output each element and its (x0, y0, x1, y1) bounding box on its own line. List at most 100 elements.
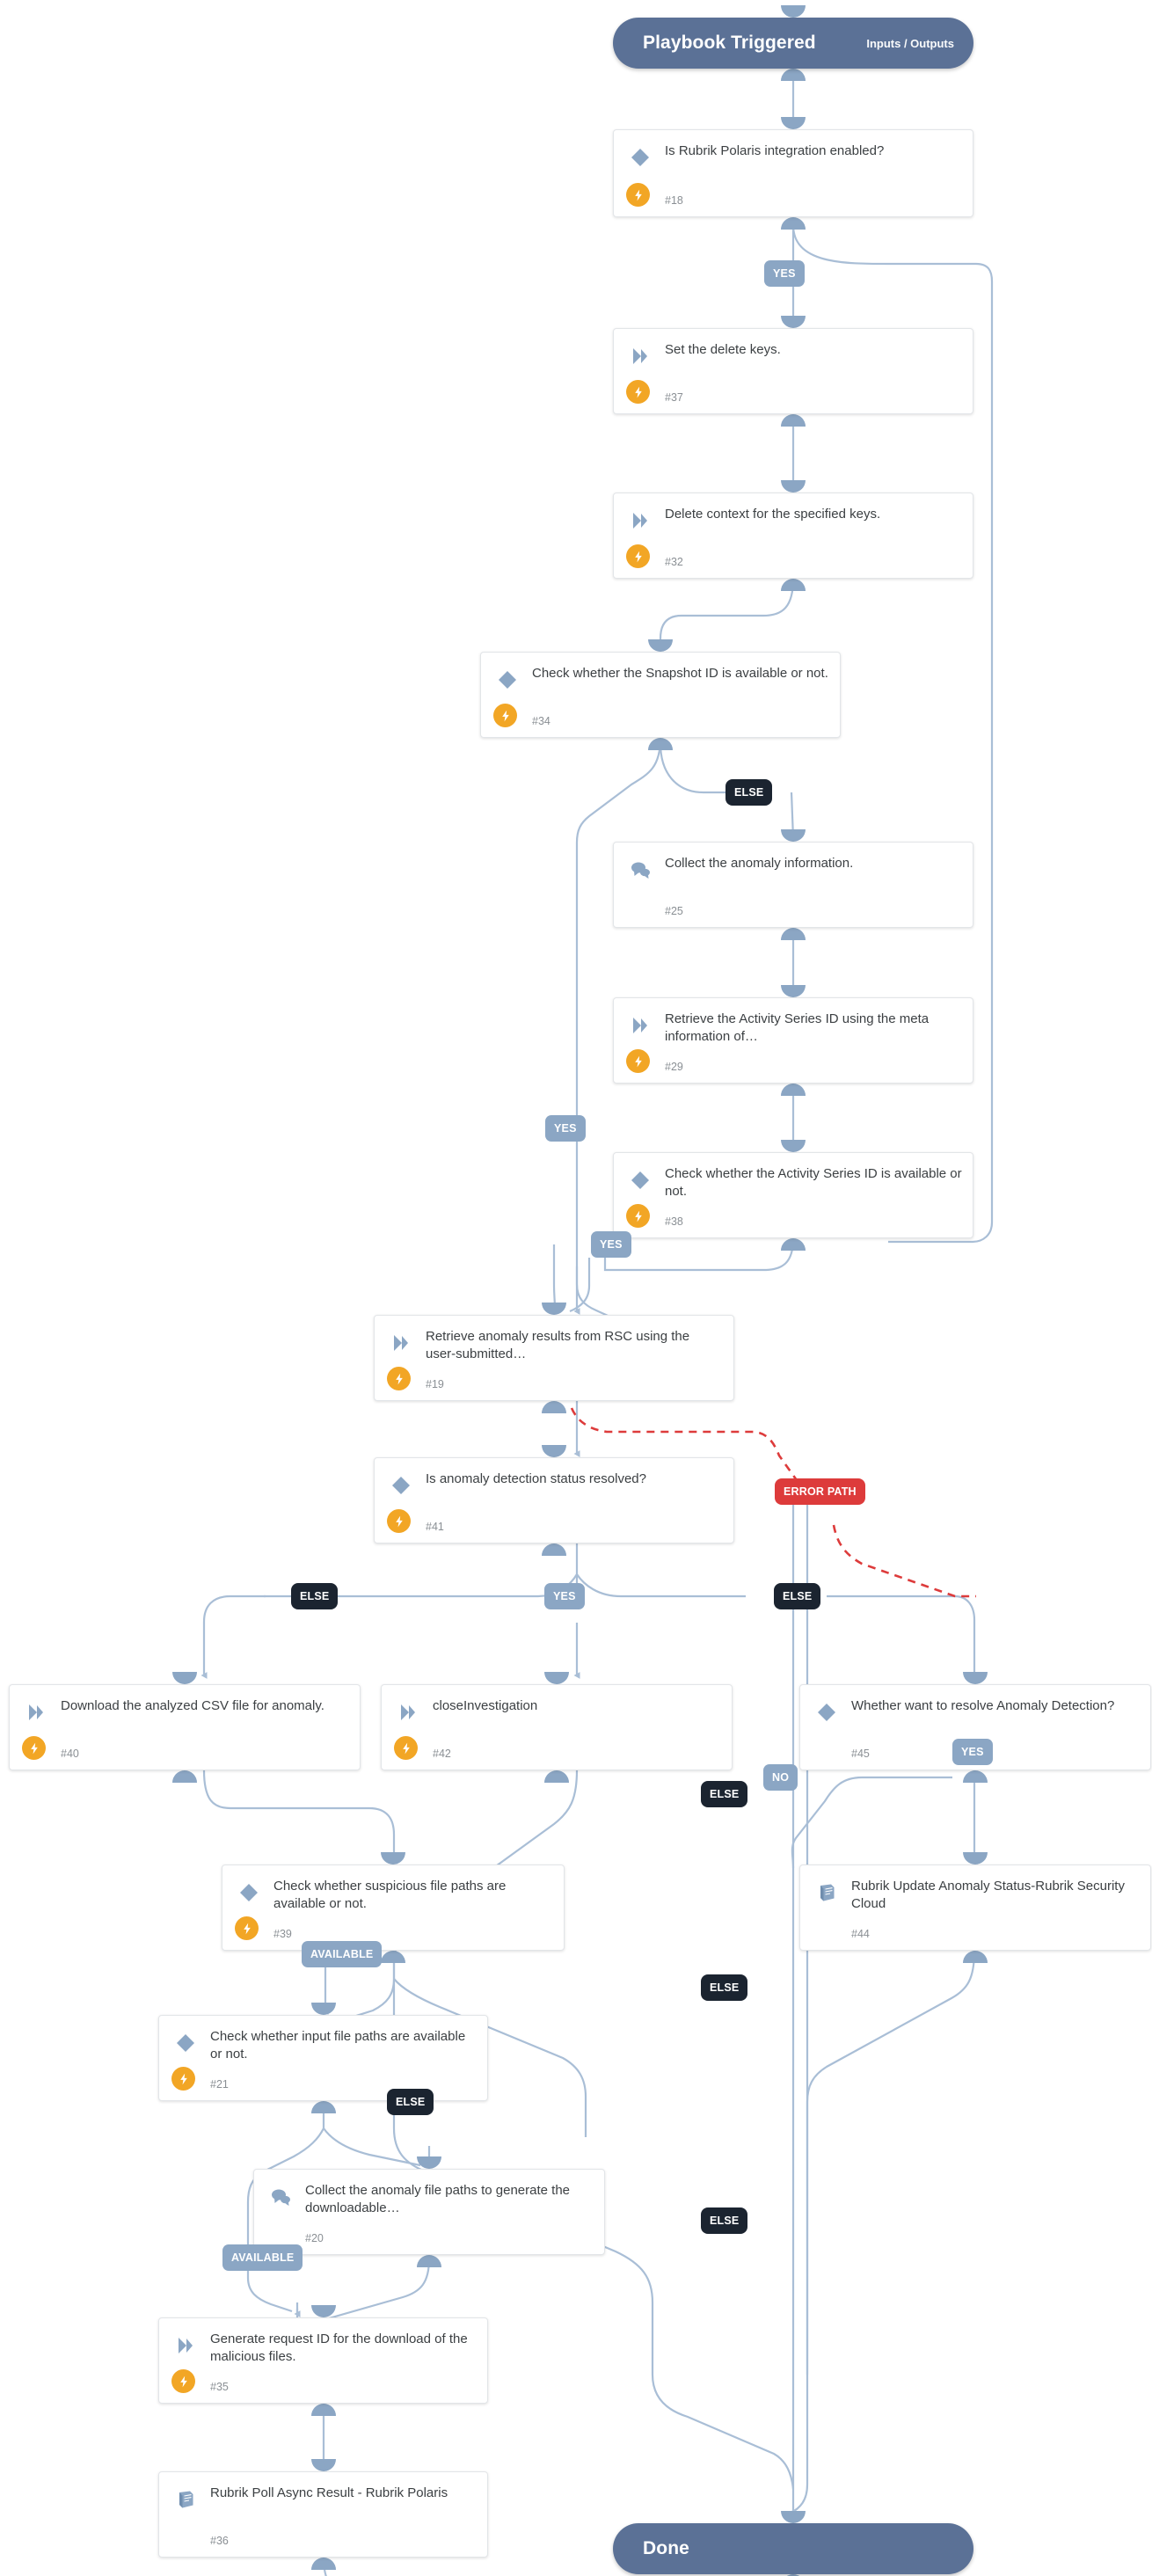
node-input-port[interactable] (544, 1672, 569, 1684)
condition-badge-yes[interactable]: YES (544, 1583, 585, 1609)
task-card[interactable]: Generate request ID for the download of … (158, 2317, 488, 2404)
node-output-port[interactable] (381, 1951, 405, 1963)
task-card[interactable]: Collect the anomaly file paths to genera… (253, 2169, 605, 2255)
task-card-title: Rubrik Update Anomaly Status-Rubrik Secu… (851, 1879, 1125, 1911)
node-input-port[interactable] (172, 1672, 197, 1684)
automation-bolt-icon (626, 380, 650, 404)
node-output-port[interactable] (648, 738, 673, 750)
condition-badge-else[interactable]: ELSE (774, 1583, 821, 1609)
task-card[interactable]: Is Rubrik Polaris integration enabled?#1… (613, 129, 973, 217)
task-card-title: Is Rubrik Polaris integration enabled? (665, 143, 885, 158)
automation-bolt-icon (626, 1049, 650, 1073)
task-card-number: #39 (273, 1928, 292, 1940)
task-card-title: Set the delete keys. (665, 342, 781, 357)
condition-badge-no[interactable]: NO (763, 1764, 798, 1791)
node-output-port[interactable] (781, 579, 806, 591)
condition-badge-else[interactable]: ELSE (701, 1781, 748, 1807)
task-card-title: closeInvestigation (433, 1698, 538, 1713)
node-input-port[interactable] (781, 117, 806, 129)
node-output-port[interactable] (542, 1543, 566, 1556)
task-card-title: Retrieve the Activity Series ID using th… (665, 1011, 930, 1044)
task-card-title: Whether want to resolve Anomaly Detectio… (851, 1698, 1115, 1713)
condition-badge-else[interactable]: ELSE (387, 2089, 434, 2115)
automation-bolt-icon (235, 1916, 259, 1940)
node-input-port[interactable] (310, 2305, 336, 2317)
task-card-number: #36 (210, 2535, 229, 2547)
task-card[interactable]: Rubrik Poll Async Result - Rubrik Polari… (158, 2471, 488, 2558)
node-output-port[interactable] (542, 1401, 566, 1413)
node-output-port[interactable] (781, 1084, 806, 1096)
node-input-port[interactable] (310, 2003, 336, 2015)
node-input-port[interactable] (781, 829, 806, 842)
automation-bolt-icon (171, 2369, 195, 2393)
end-output-port[interactable] (781, 2574, 806, 2576)
node-input-port[interactable] (781, 1140, 806, 1152)
node-output-port[interactable] (781, 217, 806, 230)
playbook-triggered-node[interactable]: Playbook Triggered Inputs / Outputs (613, 18, 973, 69)
node-output-port[interactable] (781, 1238, 806, 1251)
node-output-port[interactable] (781, 928, 806, 940)
node-output-port[interactable] (310, 2101, 336, 2113)
node-input-port[interactable] (542, 1445, 566, 1457)
node-output-port[interactable] (963, 1951, 988, 1963)
node-input-port[interactable] (381, 1852, 405, 1864)
condition-badge-else[interactable]: ELSE (291, 1583, 339, 1609)
task-card[interactable]: Check whether the Snapshot ID is availab… (480, 652, 841, 738)
task-card[interactable]: Retrieve the Activity Series ID using th… (613, 997, 973, 1084)
task-card[interactable]: Collect the anomaly information.#25 (613, 842, 973, 928)
condition-badge-yes[interactable]: YES (545, 1115, 586, 1142)
task-card-number: #45 (851, 1748, 870, 1760)
condition-badge-else[interactable]: ELSE (701, 1974, 748, 2001)
condition-diamond-icon (175, 2032, 196, 2054)
task-card[interactable]: closeInvestigation#42 (381, 1684, 733, 1770)
task-card-title: Check whether the Activity Series ID is … (665, 1166, 962, 1199)
task-card-title: Check whether the Snapshot ID is availab… (532, 666, 828, 681)
node-input-port[interactable] (417, 2156, 441, 2169)
node-input-port[interactable] (310, 2459, 336, 2471)
condition-badge-error-path[interactable]: ERROR PATH (775, 1478, 865, 1505)
task-card[interactable]: Check whether suspicious file paths are … (222, 1864, 565, 1951)
start-output-port[interactable] (781, 69, 806, 81)
task-card[interactable]: Set the delete keys. #37 (613, 328, 973, 414)
automation-bolt-icon (22, 1736, 46, 1760)
node-output-port[interactable] (544, 1770, 569, 1783)
node-output-port[interactable] (417, 2255, 441, 2267)
condition-diamond-icon (238, 1882, 259, 1903)
node-input-port[interactable] (781, 316, 806, 328)
condition-badge-yes[interactable]: YES (764, 260, 805, 287)
task-card[interactable]: Rubrik Update Anomaly Status-Rubrik Secu… (799, 1864, 1151, 1951)
condition-badge-else[interactable]: ELSE (701, 2207, 748, 2234)
node-input-port[interactable] (781, 985, 806, 997)
end-input-port[interactable] (781, 2511, 806, 2523)
node-input-port[interactable] (963, 1672, 988, 1684)
condition-badge-available[interactable]: AVAILABLE (302, 1941, 383, 1967)
condition-badge-yes[interactable]: YES (591, 1231, 631, 1258)
node-output-port[interactable] (172, 1770, 197, 1783)
start-input-port[interactable] (781, 5, 806, 18)
node-output-port[interactable] (963, 1770, 988, 1783)
task-card[interactable]: Check whether input file paths are avail… (158, 2015, 488, 2101)
condition-badge-yes[interactable]: YES (952, 1739, 993, 1765)
condition-badge-else[interactable]: ELSE (725, 779, 773, 806)
task-card[interactable]: Check whether the Activity Series ID is … (613, 1152, 973, 1238)
task-card[interactable]: Is anomaly detection status resolved?#41 (374, 1457, 734, 1543)
node-input-port[interactable] (648, 639, 673, 652)
node-input-port[interactable] (542, 1303, 566, 1315)
automation-bolt-icon (171, 2067, 195, 2091)
task-card[interactable]: Delete context for the specified keys.#3… (613, 493, 973, 579)
task-card[interactable]: Retrieve anomaly results from RSC using … (374, 1315, 734, 1401)
done-node[interactable]: Done (613, 2523, 973, 2574)
node-output-port[interactable] (781, 414, 806, 427)
condition-badge-available[interactable]: AVAILABLE (222, 2244, 303, 2271)
node-input-port[interactable] (781, 480, 806, 493)
node-input-port[interactable] (963, 1852, 988, 1864)
task-card-title: Collect the anomaly file paths to genera… (305, 2183, 571, 2215)
task-card-number: #37 (665, 391, 683, 404)
task-card-number: #35 (210, 2381, 229, 2393)
automation-bolt-icon (387, 1509, 411, 1533)
automation-bolt-icon (626, 544, 650, 568)
task-card[interactable]: Download the analyzed CSV file for anoma… (9, 1684, 361, 1770)
node-output-port[interactable] (310, 2404, 336, 2416)
node-output-port[interactable] (310, 2558, 336, 2570)
